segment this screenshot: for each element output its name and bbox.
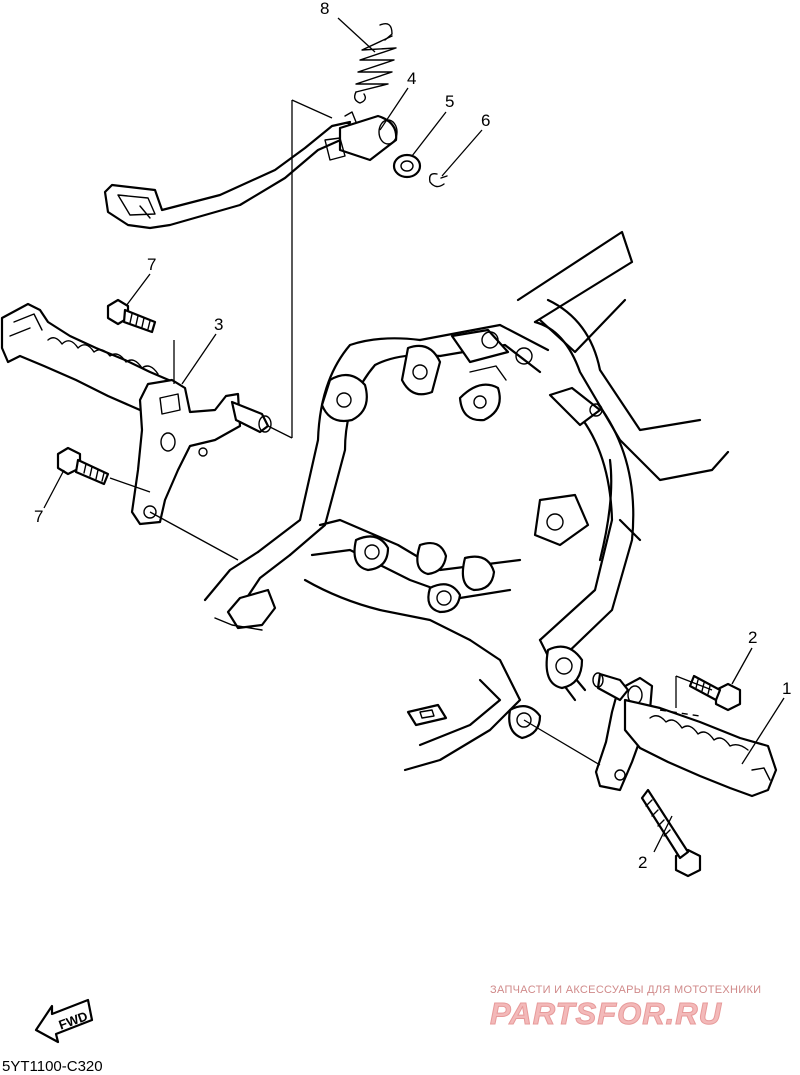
- fwd-arrow-icon: FWD: [34, 998, 94, 1044]
- diagram-code: 5YT1100-C320: [2, 1058, 103, 1075]
- reference-lines: [43, 17, 785, 853]
- callout-1: 1: [782, 679, 791, 698]
- right-footrest: [592, 672, 778, 798]
- callout-8: 8: [320, 0, 329, 18]
- callout-3: 3: [214, 315, 223, 334]
- bolt-lower-right: [640, 788, 702, 878]
- bolt-upper-left: [106, 298, 157, 334]
- callout-5: 5: [445, 92, 454, 111]
- bolt-lower-left: [56, 446, 110, 486]
- left-footrest: [0, 302, 272, 526]
- return-spring: [353, 22, 397, 104]
- callouts: 8 4 5 6 7 3 7 2 1 2: [34, 0, 791, 872]
- callout-2-lower: 2: [638, 853, 647, 872]
- callout-4: 4: [407, 69, 416, 88]
- circlip: [428, 172, 448, 188]
- bolt-upper-right: [688, 674, 742, 712]
- washer: [392, 153, 422, 179]
- frame: [203, 230, 730, 772]
- callout-7-lower: 7: [34, 507, 43, 526]
- watermark: ЗАПЧАСТИ И АКСЕССУАРЫ ДЛЯ МОТОТЕХНИКИ PA…: [490, 984, 762, 1032]
- callout-2-upper: 2: [748, 628, 757, 647]
- watermark-brand: PARTSFOR.RU: [490, 996, 723, 1031]
- watermark-tagline: ЗАПЧАСТИ И АКСЕССУАРЫ ДЛЯ МОТОТЕХНИКИ: [490, 984, 761, 996]
- callout-7-upper: 7: [147, 255, 156, 274]
- brake-pedal: [103, 111, 398, 230]
- callout-6: 6: [481, 111, 490, 130]
